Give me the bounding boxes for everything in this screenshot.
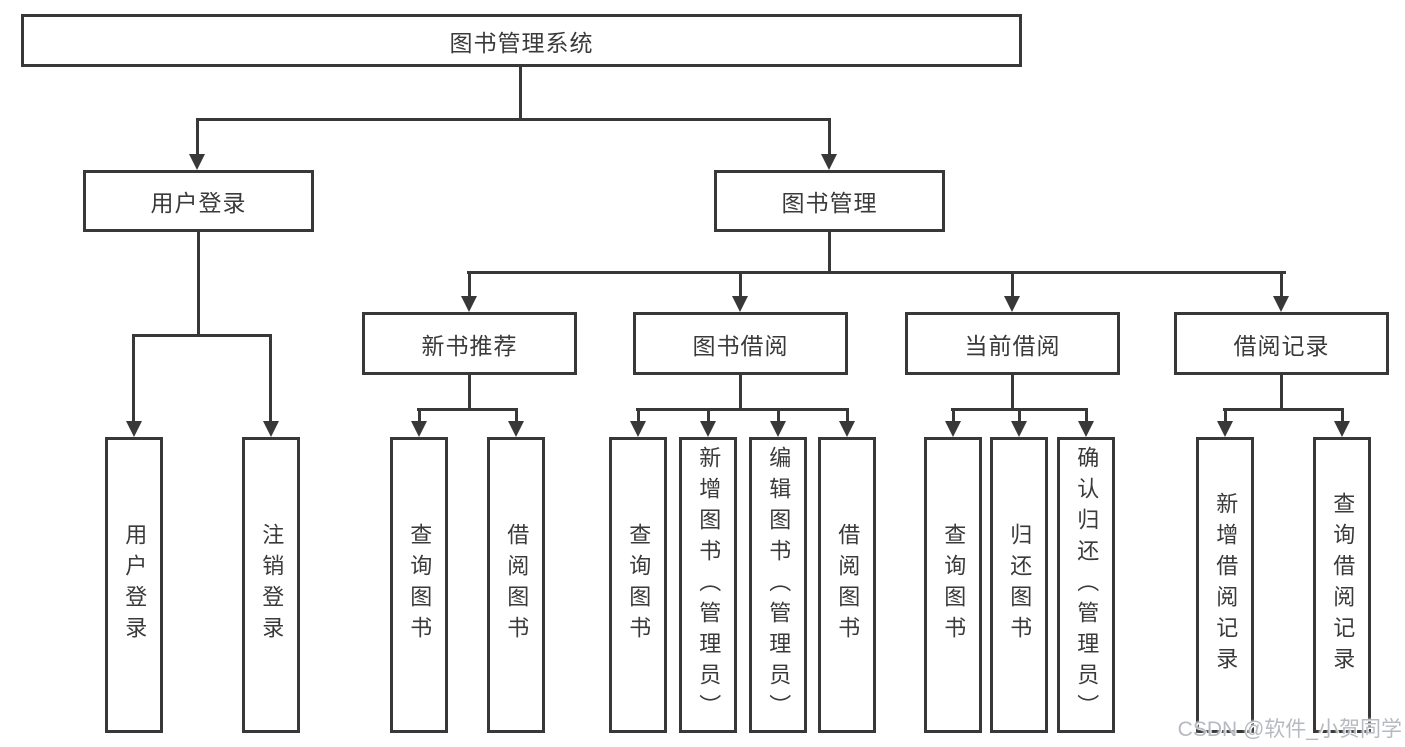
connector-borrow-records-span bbox=[1223, 408, 1344, 411]
leaf-records-add-label: 新增借阅记录 bbox=[1213, 492, 1239, 678]
connector-stem-leaf bbox=[132, 334, 135, 421]
leaf-book-borrow-borrow-label: 借阅图书 bbox=[835, 523, 861, 647]
leaf-current-borrow-return: 归还图书 bbox=[990, 437, 1048, 733]
arrow-down-icon bbox=[263, 421, 279, 437]
connector-stem-book-borrow bbox=[739, 271, 742, 296]
connector-stem-new-books bbox=[468, 271, 471, 296]
connector-book-borrow-span bbox=[636, 408, 849, 411]
arrow-down-icon bbox=[508, 421, 524, 437]
leaf-book-borrow-query-label: 查询图书 bbox=[626, 523, 652, 647]
node-root-system: 图书管理系统 bbox=[21, 14, 1022, 67]
leaf-records-add: 新增借阅记录 bbox=[1196, 437, 1254, 733]
connector-level3-span bbox=[467, 271, 1286, 274]
leaf-current-borrow-query-label: 查询图书 bbox=[941, 523, 967, 647]
arrow-down-icon bbox=[821, 154, 837, 170]
leaf-book-borrow-edit-admin-label: 编辑图书（管理员） bbox=[766, 445, 792, 725]
connector-stem-leaf bbox=[418, 408, 421, 423]
leaf-book-borrow-query: 查询图书 bbox=[609, 437, 667, 733]
connector-new-books-drop bbox=[468, 373, 471, 411]
connector-stem-current-borrow bbox=[1011, 271, 1014, 296]
connector-stem-user-login bbox=[196, 118, 199, 156]
leaf-logout: 注销登录 bbox=[242, 437, 300, 733]
connector-level2-span bbox=[196, 118, 831, 121]
connector-book-mgmt-drop bbox=[828, 230, 831, 274]
connector-borrow-records-drop bbox=[1280, 373, 1283, 411]
connector-stem-leaf bbox=[952, 408, 955, 423]
node-current-borrow-label: 当前借阅 bbox=[964, 332, 1061, 359]
arrow-down-icon bbox=[1078, 421, 1094, 437]
arrow-down-icon bbox=[126, 421, 142, 437]
leaf-user-login: 用户登录 bbox=[105, 437, 163, 733]
arrow-down-icon bbox=[839, 421, 855, 437]
arrow-down-icon bbox=[945, 421, 961, 437]
arrow-down-icon bbox=[1004, 296, 1020, 312]
leaf-records-query-label: 查询借阅记录 bbox=[1330, 492, 1356, 678]
connector-stem-leaf bbox=[1085, 408, 1088, 423]
node-book-mgmt-label: 图书管理 bbox=[781, 190, 878, 216]
connector-stem-leaf bbox=[1341, 408, 1344, 423]
connector-new-books-span bbox=[417, 408, 518, 411]
arrow-down-icon bbox=[732, 296, 748, 312]
node-new-books: 新书推荐 bbox=[362, 312, 577, 375]
node-current-borrow: 当前借阅 bbox=[905, 312, 1120, 375]
leaf-new-books-borrow-label: 借阅图书 bbox=[504, 523, 530, 647]
leaf-new-books-query-label: 查询图书 bbox=[407, 523, 433, 647]
leaf-current-borrow-return-label: 归还图书 bbox=[1007, 523, 1033, 647]
connector-stem-leaf bbox=[637, 408, 640, 423]
node-borrow-records: 借阅记录 bbox=[1174, 312, 1389, 375]
leaf-book-borrow-add-admin-label: 新增图书（管理员） bbox=[696, 445, 722, 725]
arrow-down-icon bbox=[770, 421, 786, 437]
node-user-login-label: 用户登录 bbox=[150, 190, 247, 216]
arrow-down-icon bbox=[1217, 421, 1233, 437]
leaf-book-borrow-borrow: 借阅图书 bbox=[818, 437, 876, 733]
connector-user-login-span bbox=[132, 334, 272, 337]
arrow-down-icon bbox=[1011, 421, 1027, 437]
csdn-watermark: CSDN @软件_小贺同学 bbox=[1177, 718, 1402, 741]
node-new-books-label: 新书推荐 bbox=[421, 332, 518, 359]
leaf-user-login-label: 用户登录 bbox=[122, 523, 148, 647]
leaf-records-query: 查询借阅记录 bbox=[1313, 437, 1371, 733]
connector-root-drop bbox=[519, 65, 522, 120]
leaf-logout-label: 注销登录 bbox=[259, 523, 285, 647]
leaf-new-books-borrow: 借阅图书 bbox=[487, 437, 545, 733]
node-borrow-records-label: 借阅记录 bbox=[1233, 332, 1330, 359]
leaf-new-books-query: 查询图书 bbox=[390, 437, 448, 733]
arrow-down-icon bbox=[700, 421, 716, 437]
leaf-current-borrow-query: 查询图书 bbox=[924, 437, 982, 733]
connector-user-login-drop bbox=[197, 230, 200, 337]
arrow-down-icon bbox=[1334, 421, 1350, 437]
connector-stem-leaf bbox=[777, 408, 780, 423]
node-user-login: 用户登录 bbox=[83, 170, 314, 232]
connector-stem-leaf bbox=[269, 334, 272, 421]
leaf-current-borrow-confirm-admin: 确认归还（管理员） bbox=[1057, 437, 1115, 733]
connector-stem-borrow-records bbox=[1280, 271, 1283, 296]
arrow-down-icon bbox=[411, 421, 427, 437]
arrow-down-icon bbox=[630, 421, 646, 437]
node-root-label: 图书管理系统 bbox=[449, 29, 594, 56]
leaf-book-borrow-add-admin: 新增图书（管理员） bbox=[679, 437, 737, 733]
arrow-down-icon bbox=[461, 296, 477, 312]
node-book-borrow-label: 图书借阅 bbox=[692, 332, 789, 359]
leaf-current-borrow-confirm-admin-label: 确认归还（管理员） bbox=[1074, 445, 1100, 725]
node-book-mgmt: 图书管理 bbox=[714, 170, 945, 232]
connector-current-borrow-drop bbox=[1011, 373, 1014, 411]
arrow-down-icon bbox=[189, 154, 205, 170]
leaf-book-borrow-edit-admin: 编辑图书（管理员） bbox=[749, 437, 807, 733]
connector-stem-leaf bbox=[1018, 408, 1021, 423]
connector-stem-leaf bbox=[846, 408, 849, 423]
arrow-down-icon bbox=[1273, 296, 1289, 312]
node-book-borrow: 图书借阅 bbox=[633, 312, 848, 375]
connector-book-borrow-drop bbox=[739, 373, 742, 411]
connector-stem-leaf bbox=[515, 408, 518, 423]
connector-stem-leaf bbox=[707, 408, 710, 423]
connector-stem-leaf bbox=[1224, 408, 1227, 423]
connector-stem-book-mgmt bbox=[828, 118, 831, 156]
